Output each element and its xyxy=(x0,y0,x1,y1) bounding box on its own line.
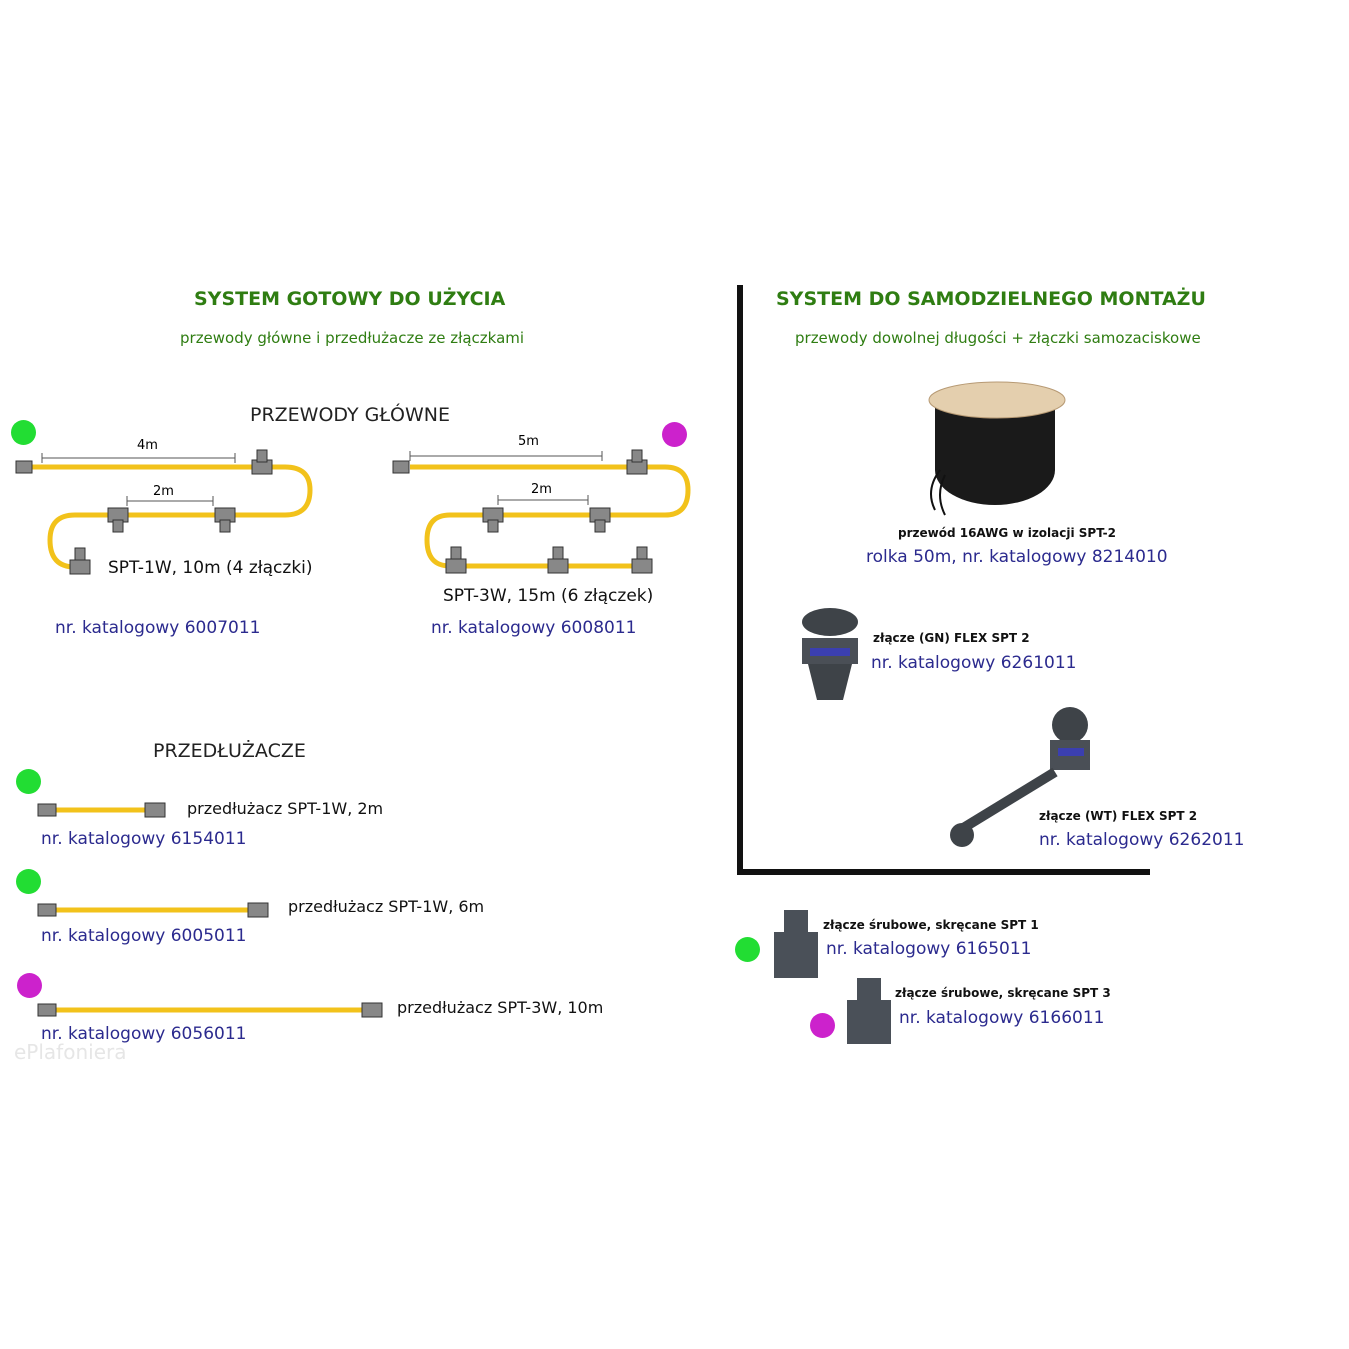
catalog-number: nr. katalogowy 6165011 xyxy=(826,939,1032,959)
cable-name: SPT-3W, 15m (6 złączek) xyxy=(443,586,654,606)
catalog-number: nr. katalogowy 6005011 xyxy=(41,926,247,946)
catalog-number: rolka 50m, nr. katalogowy 8214010 xyxy=(866,547,1168,567)
screw-connector-spt1-icon xyxy=(774,910,818,978)
tee-connector-icon xyxy=(631,558,653,574)
extensions-heading: PRZEDŁUŻACZE xyxy=(153,740,306,762)
extension-name: przedłużacz SPT-1W, 2m xyxy=(187,799,384,818)
green-dot-icon xyxy=(16,769,41,794)
dim-label: 4m xyxy=(137,438,158,453)
tee-connector-icon xyxy=(445,558,467,574)
cable-reel-icon xyxy=(928,381,1066,516)
cable-name: SPT-1W, 10m (4 złączki) xyxy=(108,558,313,578)
gn-flex-connector-icon xyxy=(802,608,858,700)
cable-spt1w-10m xyxy=(30,464,313,570)
tee-connector-icon xyxy=(547,558,569,574)
left-subtitle: przewody główne i przedłużacze ze złączk… xyxy=(180,329,525,347)
catalog-number: nr. katalogowy 6056011 xyxy=(41,1024,247,1044)
reel-name: przewód 16AWG w izolacji SPT-2 xyxy=(898,526,1116,540)
extension-name: przedłużacz SPT-3W, 10m xyxy=(397,998,604,1017)
tee-connector-icon xyxy=(69,559,91,575)
screw-connector-name: złącze śrubowe, skręcane SPT 1 xyxy=(823,918,1039,932)
catalog-number: nr. katalogowy 6008011 xyxy=(431,618,637,638)
plug-icon xyxy=(15,460,33,474)
catalog-number: nr. katalogowy 6261011 xyxy=(871,653,1077,673)
right-title: SYSTEM DO SAMODZIELNEGO MONTAŻU xyxy=(776,288,1206,310)
catalog-number: nr. katalogowy 6262011 xyxy=(1039,830,1245,850)
magenta-dot-icon xyxy=(662,422,687,447)
cable-spt3w-15m xyxy=(410,464,691,569)
dim-label: 2m xyxy=(531,482,552,497)
wt-connector-name: złącze (WT) FLEX SPT 2 xyxy=(1039,809,1198,823)
screw-connector-spt3-icon xyxy=(847,978,891,1044)
right-subtitle: przewody dowolnej długości + złączki sam… xyxy=(795,329,1201,347)
screw-connector-name: złącze śrubowe, skręcane SPT 3 xyxy=(895,986,1111,1000)
dimension-lines xyxy=(41,451,603,506)
extension-name: przedłużacz SPT-1W, 6m xyxy=(288,897,485,916)
dim-label: 2m xyxy=(153,484,174,499)
connectors xyxy=(15,449,653,1018)
green-dot-icon xyxy=(11,420,36,445)
magenta-dot-icon xyxy=(810,1013,835,1038)
catalog-number: nr. katalogowy 6154011 xyxy=(41,829,247,849)
dim-label: 5m xyxy=(518,434,539,449)
section-border xyxy=(737,285,1150,875)
green-dot-icon xyxy=(735,937,760,962)
catalog-number: nr. katalogowy 6166011 xyxy=(899,1008,1105,1028)
cables xyxy=(30,464,691,1013)
watermark: ePlafoniera xyxy=(14,1040,127,1064)
left-title: SYSTEM GOTOWY DO UŻYCIA xyxy=(194,288,506,310)
gn-connector-name: złącze (GN) FLEX SPT 2 xyxy=(873,631,1030,645)
main-cables-heading: PRZEWODY GŁÓWNE xyxy=(250,404,451,426)
catalog-number: nr. katalogowy 6007011 xyxy=(55,618,261,638)
wt-flex-connector-icon xyxy=(950,707,1090,847)
magenta-dot-icon xyxy=(17,973,42,998)
green-dot-icon xyxy=(16,869,41,894)
plug-icon xyxy=(392,460,410,474)
